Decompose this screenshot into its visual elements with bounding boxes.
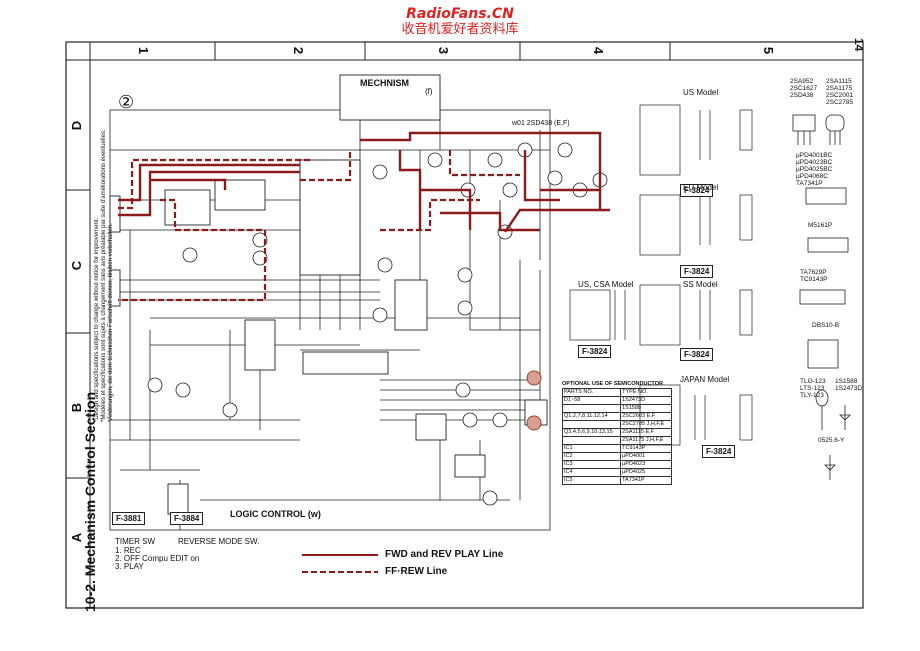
timer-switch-item-2: 2. OFF Compu EDIT on [115,554,200,563]
transistor-list-a: 2SA952 2SC1627 2SD438 [790,78,818,99]
grid-column-2: 2 [291,46,307,55]
zener-label: 0525.6-Y [818,437,845,444]
f3881-label: F-3881 [112,512,146,525]
f3824-ss: F-3824 [680,348,714,361]
test-point-1 [526,370,542,386]
f3824-us: F-3824 [680,184,714,197]
power-panels [569,104,753,446]
play-line [118,131,610,233]
component-symbols [792,114,851,480]
disclaimer-de: *Änderungen, die dem technischen Fortsch… [108,223,114,422]
model-japan: JAPAN Model [680,375,730,384]
frame [65,41,864,609]
table-row: 2SA1175 J,H,F,E [561,436,672,445]
grid-row-d: D [69,120,85,131]
model-us: US Model [683,88,719,97]
table-row: 1S1588 [561,404,672,413]
disclaimer-fr: *Modèles et spécifications sont sujets à… [101,129,107,422]
transistor-list-b: 2SA1115 2SA1175 2SC2001 2SC2785 [826,78,854,106]
model-us-csa: US, CSA Model [578,280,634,289]
grid-column-1: 1 [136,46,152,55]
legend-ff-label: FF·REW Line [385,566,448,577]
grid-column-4: 4 [591,46,607,55]
logic-control-label: LOGIC CONTROL (w) [230,509,321,519]
legend-play-label: FWD and REV PLAY Line [385,549,504,560]
m5161p-label: M5161P [808,222,833,229]
model-eu: EU Model [683,183,719,192]
table-row: 2SC2785 J,H,F,E [561,420,672,429]
timer-switch-title: TIMER SW [115,537,155,546]
timer-switch-item-3: 3. PLAY [115,562,144,571]
transistor-top-label: w01 2SD438 (E,F) [512,120,570,127]
f3884-label: F-3884 [170,512,204,525]
test-point-2 [526,415,542,431]
ff-rew-line [118,150,520,302]
mechanism-label: MECHNISM [360,78,409,88]
section-title: 10-2. Mechanism Control Section [82,391,98,612]
diagram-marker: ② [118,92,135,112]
watermark: RadioFans.CN 收音机爱好者资料库 [0,6,920,38]
grid-column-5: 5 [761,46,777,55]
optional-semiconductor-table: OPTIONAL USE OF SEMICONDUCTOR PARTS NO. … [561,381,672,485]
model-ss: SS Model [683,280,718,289]
grid-column-3: 3 [436,46,452,55]
table-header-type: TYPE NO. [620,388,672,397]
mechanism-ref: (f) [425,87,433,96]
f3824-japan: F-3824 [702,445,736,458]
f3824-eu: F-3824 [680,265,714,278]
grid-row-c: C [69,260,85,271]
diode-list: 1S1588 1S2473D [835,378,863,392]
reverse-switch-title: REVERSE MODE SW. [178,537,260,546]
disclaimer-en: *Design and specifications subject to ch… [94,217,100,422]
table-header-parts: PARTS NO. [561,388,622,397]
watermark-subtitle: 收音机爱好者资料库 [401,22,519,37]
ic-list: µPD4001BC µPD4023BC µPD4025BC µPD4068C T… [796,152,833,187]
ta7629-list: TA7629P TC9143P [800,269,828,283]
f3824-us-csa: F-3824 [578,345,612,358]
led-list: TLG-123 LTS-123 TLY-123 [800,378,826,399]
table-title: OPTIONAL USE OF SEMICONDUCTOR [562,381,663,387]
ic-blocks [109,74,548,515]
timer-switch-item-1: 1. REC [115,546,141,555]
bridge-label: DBS10-B [812,322,840,329]
watermark-site: RadioFans.CN [406,6,514,22]
